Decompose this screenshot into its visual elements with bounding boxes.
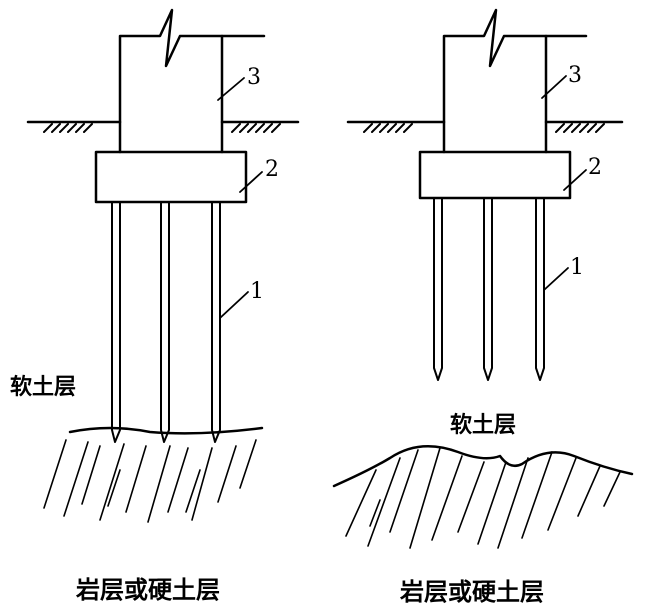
right-rock-layer-label: 岩层或硬土层: [399, 578, 544, 606]
left-callout-1: 1: [250, 279, 264, 304]
left-column: [118, 8, 266, 154]
right-ground-surface: [346, 120, 624, 133]
left-rock-layer: [43, 426, 264, 523]
right-piles: [433, 197, 545, 381]
pile: [535, 197, 545, 381]
right-soft-layer-label: 软土层: [450, 412, 516, 438]
right-callout-1: 1: [570, 255, 584, 280]
left-rock-layer-label: 岩层或硬土层: [75, 576, 220, 604]
right-callout-2: 2: [588, 155, 602, 180]
pile: [211, 201, 221, 443]
right-leader-lines: [541, 75, 587, 291]
pile: [111, 201, 121, 443]
left-piles: [111, 201, 221, 443]
pile: [483, 197, 493, 381]
left-pile-cap: [94, 150, 248, 204]
right-callout-3: 3: [568, 63, 582, 88]
left-ground-surface: [26, 120, 300, 133]
right-figure: 3 2 1 软土层 岩层或硬土层: [332, 8, 634, 606]
right-pile-cap: [418, 150, 572, 200]
pile: [160, 201, 170, 443]
left-leader-lines: [217, 77, 263, 319]
left-figure: 3 2 1 软土层 岩层或硬土层: [10, 8, 300, 604]
left-soft-layer-label: 软土层: [10, 374, 76, 400]
left-callout-3: 3: [247, 65, 261, 90]
left-callout-2: 2: [265, 157, 279, 182]
pile: [433, 197, 443, 381]
right-rock-layer: [332, 445, 634, 549]
